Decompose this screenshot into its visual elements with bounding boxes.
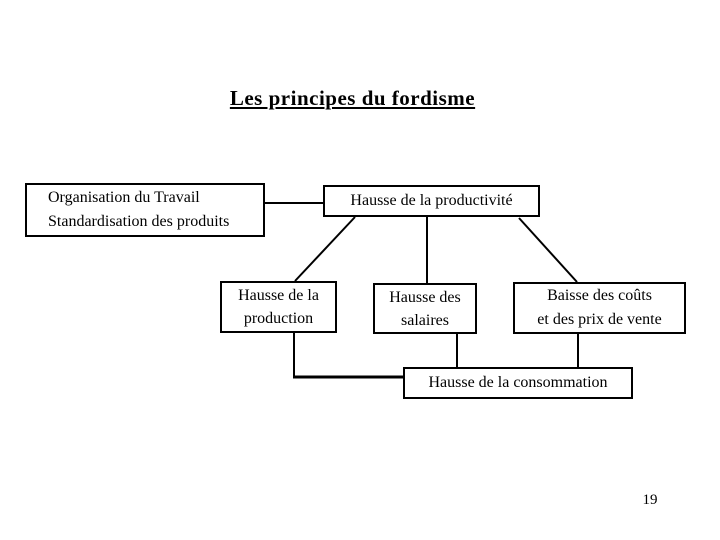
page-title: Les principes du fordisme [229, 86, 476, 110]
node-text-line: salaires [401, 312, 449, 329]
node-organisation-travail: Organisation du Travail Standardisation … [25, 183, 265, 237]
edge-productivite-production [294, 216, 356, 282]
node-text-line: Organisation du Travail [48, 189, 200, 206]
node-text-line: Hausse de la productivité [350, 192, 513, 209]
node-hausse-consommation: Hausse de la consommation [403, 367, 633, 399]
node-text-line: Hausse de la [238, 287, 319, 304]
node-baisse-couts: Baisse des coûts et des prix de vente [513, 282, 686, 334]
node-text-line: Standardisation des produits [48, 213, 230, 230]
page-number: 19 [642, 492, 658, 508]
edge-productivite-couts [518, 217, 578, 283]
node-text-line: Baisse des coûts [547, 287, 652, 304]
node-text-line: et des prix de vente [537, 311, 662, 328]
node-hausse-salaires: Hausse des salaires [373, 283, 477, 334]
node-text-line: Hausse de la consommation [428, 374, 608, 391]
node-hausse-productivite: Hausse de la productivité [323, 185, 540, 217]
node-text-line: Hausse des [389, 289, 461, 306]
node-text-line: production [243, 310, 314, 327]
node-hausse-production: Hausse de la production [220, 281, 337, 333]
